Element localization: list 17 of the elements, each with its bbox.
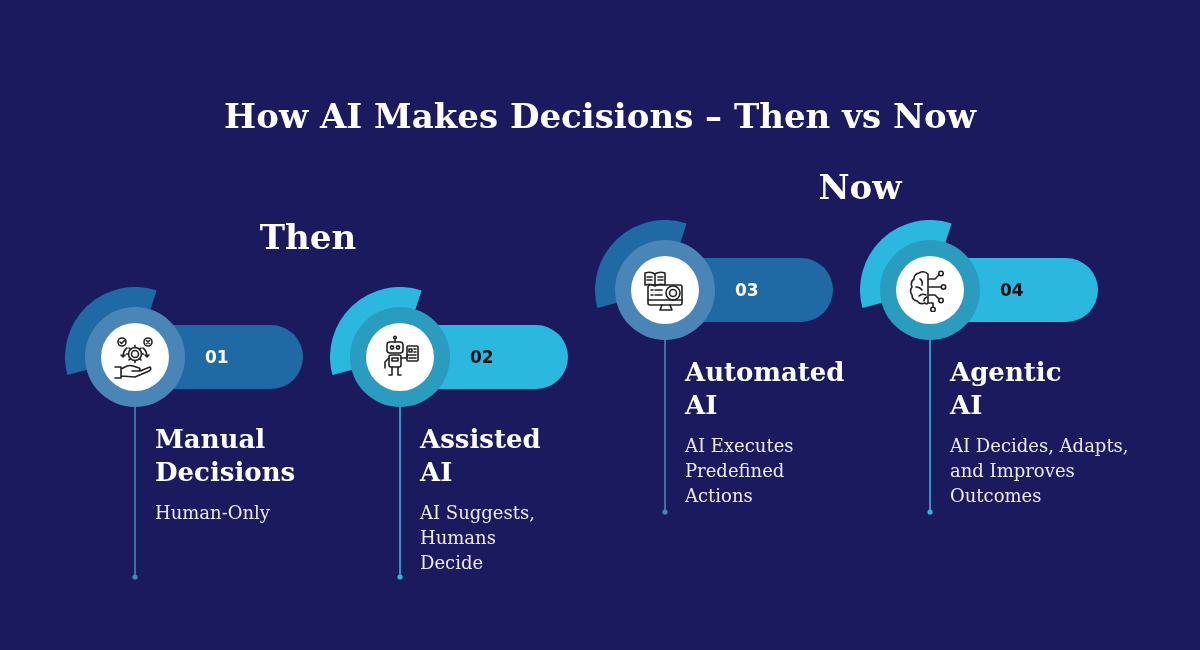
step-number: 02 bbox=[470, 349, 494, 366]
step-description: AI Suggests, Humans Decide bbox=[420, 501, 536, 576]
step-number: 03 bbox=[735, 282, 759, 299]
step-number: 04 bbox=[1000, 282, 1024, 299]
step-title: Automated AI bbox=[685, 356, 845, 421]
step-description: AI Executes Predefined Actions bbox=[685, 434, 795, 509]
step-description: AI Decides, Adapts, and Improves Outcomes bbox=[950, 434, 1130, 509]
step-number: 01 bbox=[205, 349, 229, 366]
step-title: Agentic AI bbox=[950, 356, 1062, 421]
step-title: Assisted AI bbox=[420, 423, 541, 488]
title: How AI Makes Decisions – Then vs Now bbox=[224, 96, 976, 137]
step-marker bbox=[330, 287, 568, 407]
section-heading: Then bbox=[259, 216, 357, 258]
section-heading: Now bbox=[818, 166, 902, 208]
step-marker bbox=[860, 220, 1098, 340]
step-description: Human-Only bbox=[155, 501, 272, 525]
step-title: Manual Decisions bbox=[155, 423, 296, 488]
